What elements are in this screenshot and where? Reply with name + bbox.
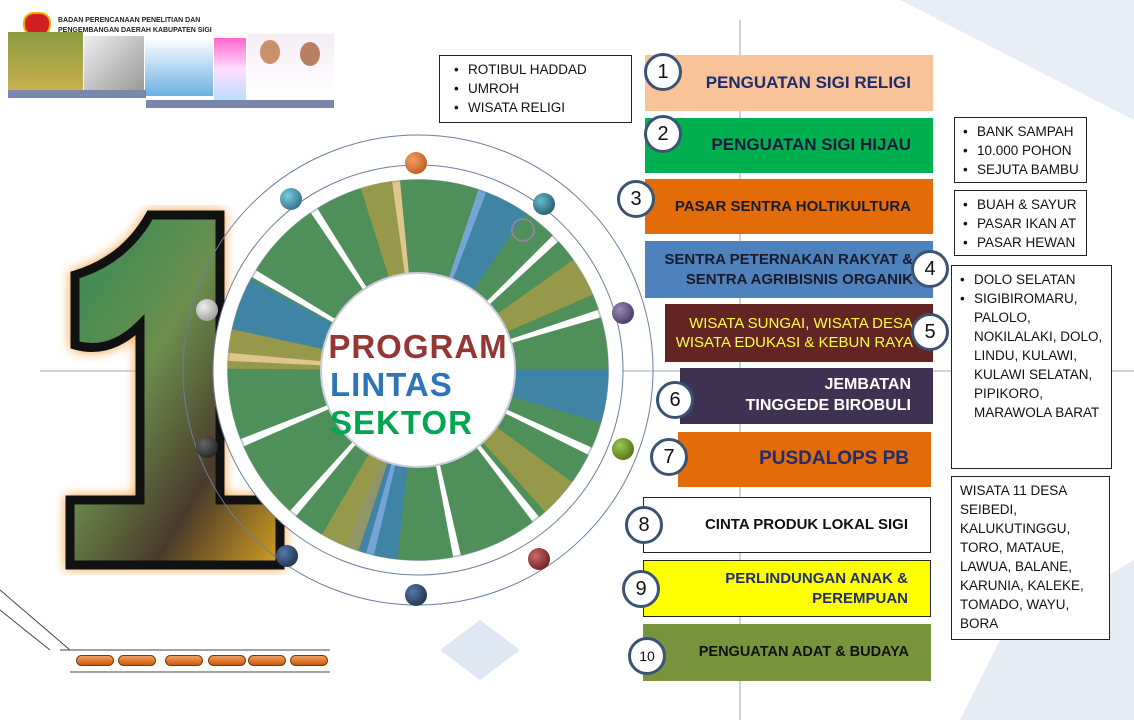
program-label: PENGUATAN SIGI HIJAU bbox=[711, 135, 911, 155]
decor-pill bbox=[208, 655, 246, 666]
program-label: JEMBATAN TINGGEDE BIROBULI bbox=[745, 376, 911, 414]
program-label: PENGUATAN SIGI RELIGI bbox=[705, 72, 911, 92]
detail-pasar: BUAH & SAYUR PASAR IKAN AT PASAR HEWAN bbox=[954, 190, 1087, 256]
decor-ball bbox=[196, 299, 218, 321]
program-label: PENGUATAN ADAT & BUDAYA bbox=[698, 644, 909, 661]
center-title-sektor: SEKTOR bbox=[330, 404, 473, 441]
detail-item: BANK SAMPAH bbox=[961, 122, 1080, 141]
detail-religi: ROTIBUL HADDAD UMROH WISATA RELIGI bbox=[439, 55, 632, 123]
program-label: PERLINDUNGAN ANAK & PEREMPUAN bbox=[725, 570, 908, 607]
decor-pill bbox=[76, 655, 114, 666]
program-number-2: 2 bbox=[644, 115, 682, 153]
center-title-lintas: LINTAS bbox=[330, 366, 453, 403]
center-title-program: PROGRAM bbox=[328, 328, 508, 365]
decor-pill bbox=[165, 655, 203, 666]
detail-item: DOLO SELATAN bbox=[958, 270, 1105, 289]
program-number-8: 8 bbox=[625, 506, 663, 544]
decor-pill bbox=[248, 655, 286, 666]
detail-item: SEJUTA BAMBU bbox=[961, 160, 1080, 179]
program-1: PENGUATAN SIGI RELIGI bbox=[645, 55, 933, 111]
detail-item: PASAR HEWAN bbox=[961, 233, 1080, 252]
program-label: WISATA SUNGAI, WISATA DESA WISATA EDUKAS… bbox=[675, 314, 913, 352]
detail-text: WISATA 11 DESA SEIBEDI, KALUKUTINGGU, TO… bbox=[960, 483, 1084, 631]
org-name-line2: PENGEMBANGAN DAERAH KABUPATEN SIGI bbox=[58, 27, 212, 34]
org-name-line1: BADAN PERENCANAAN PENELITIAN DAN bbox=[58, 17, 201, 24]
program-9: PERLINDUNGAN ANAK & PEREMPUAN bbox=[643, 560, 931, 617]
program-number-6: 6 bbox=[656, 381, 694, 419]
program-number-10: 10 bbox=[628, 637, 666, 675]
program-4: SENTRA PETERNAKAN RAKYAT & SENTRA AGRIBI… bbox=[645, 241, 933, 298]
program-number-1: 1 bbox=[644, 53, 682, 91]
detail-item: 10.000 POHON bbox=[961, 141, 1080, 160]
program-3: PASAR SENTRA HOLTIKULTURA bbox=[645, 179, 933, 234]
big-number-one bbox=[65, 210, 285, 570]
decor-ball bbox=[533, 193, 555, 215]
program-label: PUSDALOPS PB bbox=[759, 448, 909, 470]
program-8: CINTA PRODUK LOKAL SIGI bbox=[643, 497, 931, 553]
program-10: PENGUATAN ADAT & BUDAYA bbox=[643, 624, 931, 681]
decor-ball bbox=[276, 545, 298, 567]
program-number-9: 9 bbox=[622, 570, 660, 608]
decor-ball bbox=[612, 438, 634, 460]
decor-ball bbox=[405, 584, 427, 606]
detail-item: BUAH & SAYUR bbox=[961, 195, 1080, 214]
program-label: CINTA PRODUK LOKAL SIGI bbox=[704, 516, 908, 534]
program-number-3: 3 bbox=[617, 180, 655, 218]
program-6: JEMBATAN TINGGEDE BIROBULI bbox=[680, 368, 933, 424]
detail-item: PASAR IKAN AT bbox=[961, 214, 1080, 233]
detail-wisata: DOLO SELATAN SIGIBIROMARU, PALOLO, NOKIL… bbox=[951, 265, 1112, 469]
photo-business bbox=[145, 38, 213, 96]
decor-pill bbox=[290, 655, 328, 666]
decor-ball bbox=[280, 188, 302, 210]
photo-leaders bbox=[248, 34, 334, 100]
photo-map bbox=[214, 38, 246, 100]
program-number-7: 7 bbox=[650, 438, 688, 476]
program-7: PUSDALOPS PB bbox=[678, 432, 931, 487]
detail-hijau: BANK SAMPAH 10.000 POHON SEJUTA BAMBU bbox=[954, 117, 1087, 183]
detail-desa: WISATA 11 DESA SEIBEDI, KALUKUTINGGU, TO… bbox=[951, 476, 1110, 640]
program-number-5: 5 bbox=[911, 313, 949, 351]
central-circle bbox=[182, 134, 654, 606]
detail-item: ROTIBUL HADDAD bbox=[452, 60, 625, 79]
header-banner: BADAN PERENCANAAN PENELITIAN DAN PENGEMB… bbox=[8, 4, 338, 110]
decor-ball bbox=[612, 302, 634, 324]
decor-ball bbox=[528, 548, 550, 570]
photo-stethoscope bbox=[84, 36, 144, 90]
decor-ball bbox=[405, 152, 427, 174]
decor-pill bbox=[118, 655, 156, 666]
program-label: PASAR SENTRA HOLTIKULTURA bbox=[674, 197, 911, 215]
photo-farmers bbox=[8, 32, 83, 90]
detail-item: UMROH bbox=[452, 79, 625, 98]
program-2: PENGUATAN SIGI HIJAU bbox=[645, 118, 933, 173]
program-label: SENTRA PETERNAKAN RAKYAT & SENTRA AGRIBI… bbox=[664, 251, 913, 288]
center-title: PROGRAM LINTAS SEKTOR bbox=[318, 328, 518, 442]
detail-item: SIGIBIROMARU, PALOLO, NOKILALAKI, DOLO, … bbox=[958, 289, 1105, 422]
decor-ball bbox=[196, 436, 218, 458]
detail-item: WISATA RELIGI bbox=[452, 98, 625, 117]
program-5: WISATA SUNGAI, WISATA DESA WISATA EDUKAS… bbox=[665, 304, 933, 362]
program-number-4: 4 bbox=[911, 250, 949, 288]
